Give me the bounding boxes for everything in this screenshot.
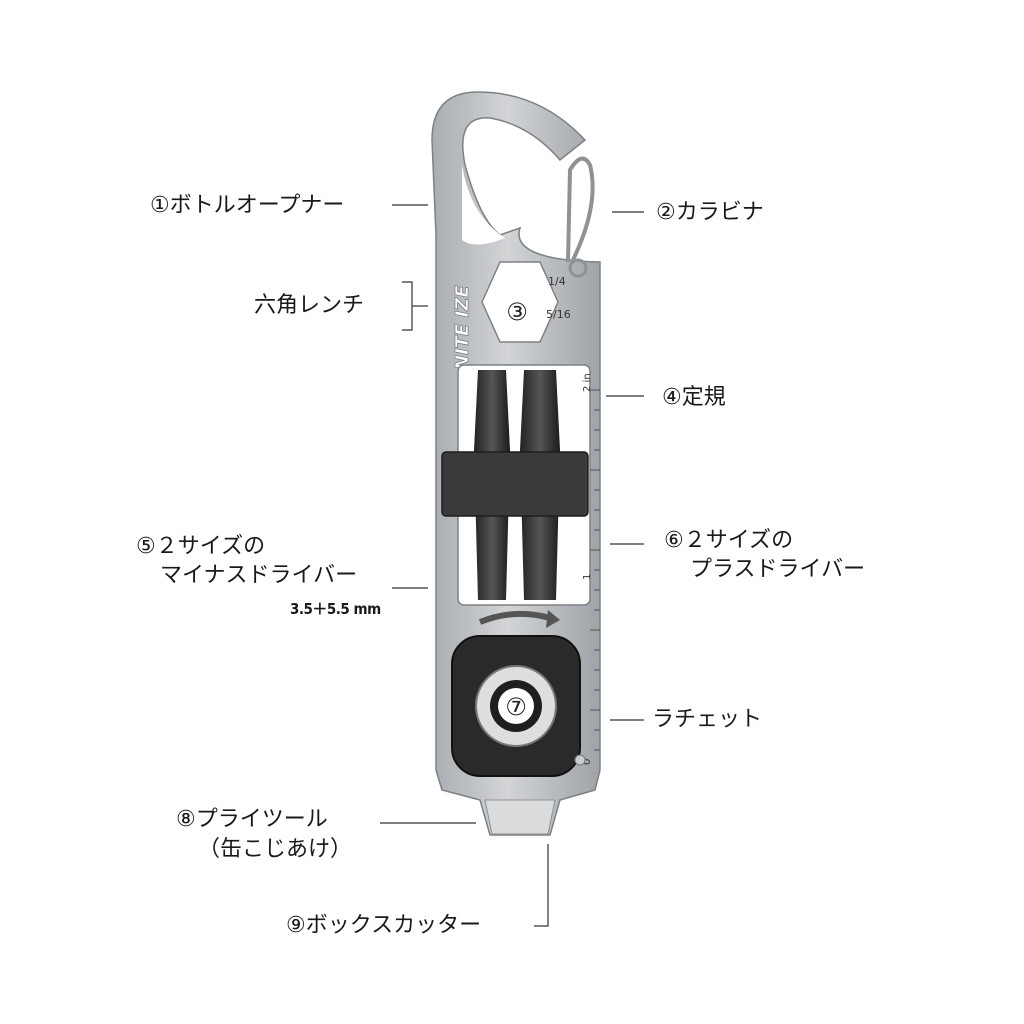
- label-box-cutter: ⑨ボックスカッター: [286, 913, 482, 938]
- ruler-one: 1: [582, 574, 593, 580]
- label-pry-line2: （缶こじあけ）: [198, 837, 353, 862]
- hex-size-a: 1/4: [548, 275, 566, 288]
- label-carabiner: ②カラビナ: [656, 200, 764, 225]
- ratchet-assembly: ⑦: [451, 610, 586, 777]
- label-phillips-line2: プラスドライバー: [690, 557, 866, 582]
- ruler-unit: 2 in: [582, 373, 593, 392]
- hex-wrench-cutout: 1/4 5/16 ③: [481, 261, 571, 343]
- label-pry-line1: ⑧プライツール: [176, 807, 328, 832]
- hex-size-b: 5/16: [546, 308, 571, 321]
- label-flat-driver-line2: マイナスドライバー: [160, 563, 358, 588]
- label-hex-wrench: 六角レンチ: [254, 293, 365, 318]
- ruler-zero: 0: [582, 759, 593, 765]
- label-flat-driver-sizes: 3.5＋5.5 mm: [290, 600, 381, 618]
- label-ratchet: ラチェット: [652, 707, 763, 732]
- ruler-scale: [590, 389, 600, 751]
- leader-lines: [380, 204, 644, 927]
- label-phillips-line1: ⑥２サイズの: [664, 528, 794, 553]
- hex-number: ③: [506, 298, 528, 326]
- label-ruler: ④定規: [662, 385, 726, 410]
- ratchet-number: ⑦: [505, 693, 527, 721]
- label-flat-driver-line1: ⑤２サイズの: [136, 534, 266, 559]
- brand-logo: NITE IZE: [452, 285, 473, 370]
- label-bottle-opener: ①ボトルオープナー: [150, 193, 345, 218]
- bit-window: [441, 364, 591, 606]
- carabiner-wire: [566, 156, 595, 278]
